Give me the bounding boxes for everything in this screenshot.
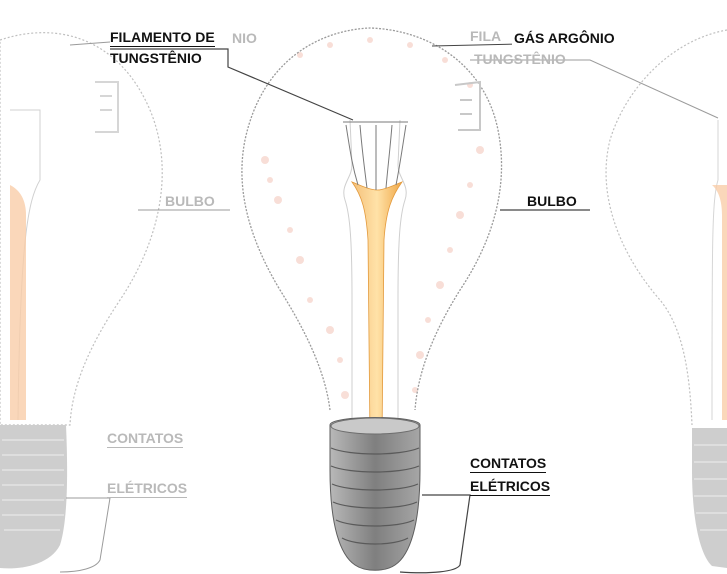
gas-label: GÁS ARGÔNIO [512,30,617,46]
filament-label-line2: TUNGSTÊNIO [110,50,202,66]
bulb-label: BULBO [527,193,577,209]
right-filament-label-fragment: FILA [470,28,501,44]
right-filament-label-line2: TUNGSTÊNIO [474,51,566,67]
left-bulb-label: BULBO [165,193,215,209]
contacts-label-line2: ELÉTRICOS [470,478,550,496]
left-gas-label-fragment: NIO [232,30,257,46]
contacts-label-line1: CONTATOS [470,455,546,473]
filament-label-line1: FILAMENTO DE [110,29,215,47]
left-contacts-label-line1: CONTATOS [107,430,183,448]
left-contacts-label-line2: ELÉTRICOS [107,480,187,498]
